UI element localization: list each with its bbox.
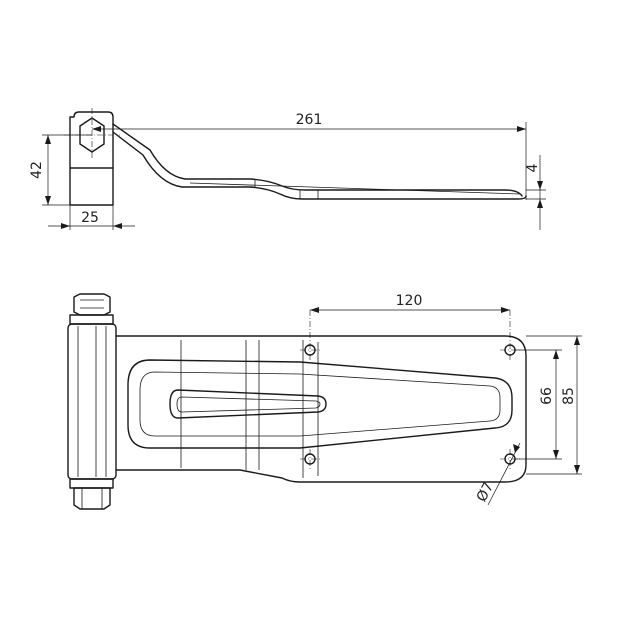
knuckle-barrel [67,323,117,480]
leaf-mid-line [189,182,521,195]
dim-height-arrow-top [45,135,51,144]
dim-pitch-arrow-bottom [553,450,559,459]
knuckle-outline [69,111,114,206]
hole-top-right [500,310,520,360]
dim-height-label: 42 [29,161,45,179]
plate-outline [115,335,527,483]
dim-hole-dia-leader [487,442,521,506]
dim-thickness-arrow-top [537,181,543,190]
dim-length-arrow-left [92,126,101,132]
hex-nut [79,117,105,153]
dim-hole-dia-label: Ø7 [474,480,497,505]
dim-thickness-label: 4 [525,163,541,172]
dim-width-arrow-top [574,336,580,345]
washer-bottom [69,478,114,489]
dim-hole-spacing-arrow-left [310,307,319,313]
rib-inner [139,371,501,437]
dim-length-arrow-right [517,126,526,132]
dim-width-arrow-bottom [574,465,580,474]
side-view: 261 42 25 4 [29,108,546,230]
bolt-nut-top [73,293,111,316]
dim-pitch-label: 66 [539,387,555,405]
dim-height-arrow-bottom [45,196,51,205]
dim-hole-dia-arrow [513,444,520,453]
rib-outer [127,359,513,449]
hole-bottom-left [300,449,320,469]
bolt-end [73,487,111,510]
dim-length-label: 261 [296,112,323,128]
dim-thickness-arrow-bottom [537,199,543,208]
hole-top-left [300,310,320,360]
dim-knuckle-label: 25 [81,210,99,226]
dim-pitch-arrow-top [553,350,559,359]
dim-hole-spacing-label: 120 [396,293,423,309]
top-view: 120 66 85 Ø7 [67,293,582,510]
dim-knuckle-arrow-left [61,223,70,229]
leaf-bottom-edge [112,131,527,200]
center-slot-inner [176,396,321,413]
dim-knuckle-arrow-right [113,223,122,229]
dim-hole-spacing-arrow-right [501,307,510,313]
washer-top [69,314,114,325]
dim-width-label: 85 [561,387,577,405]
